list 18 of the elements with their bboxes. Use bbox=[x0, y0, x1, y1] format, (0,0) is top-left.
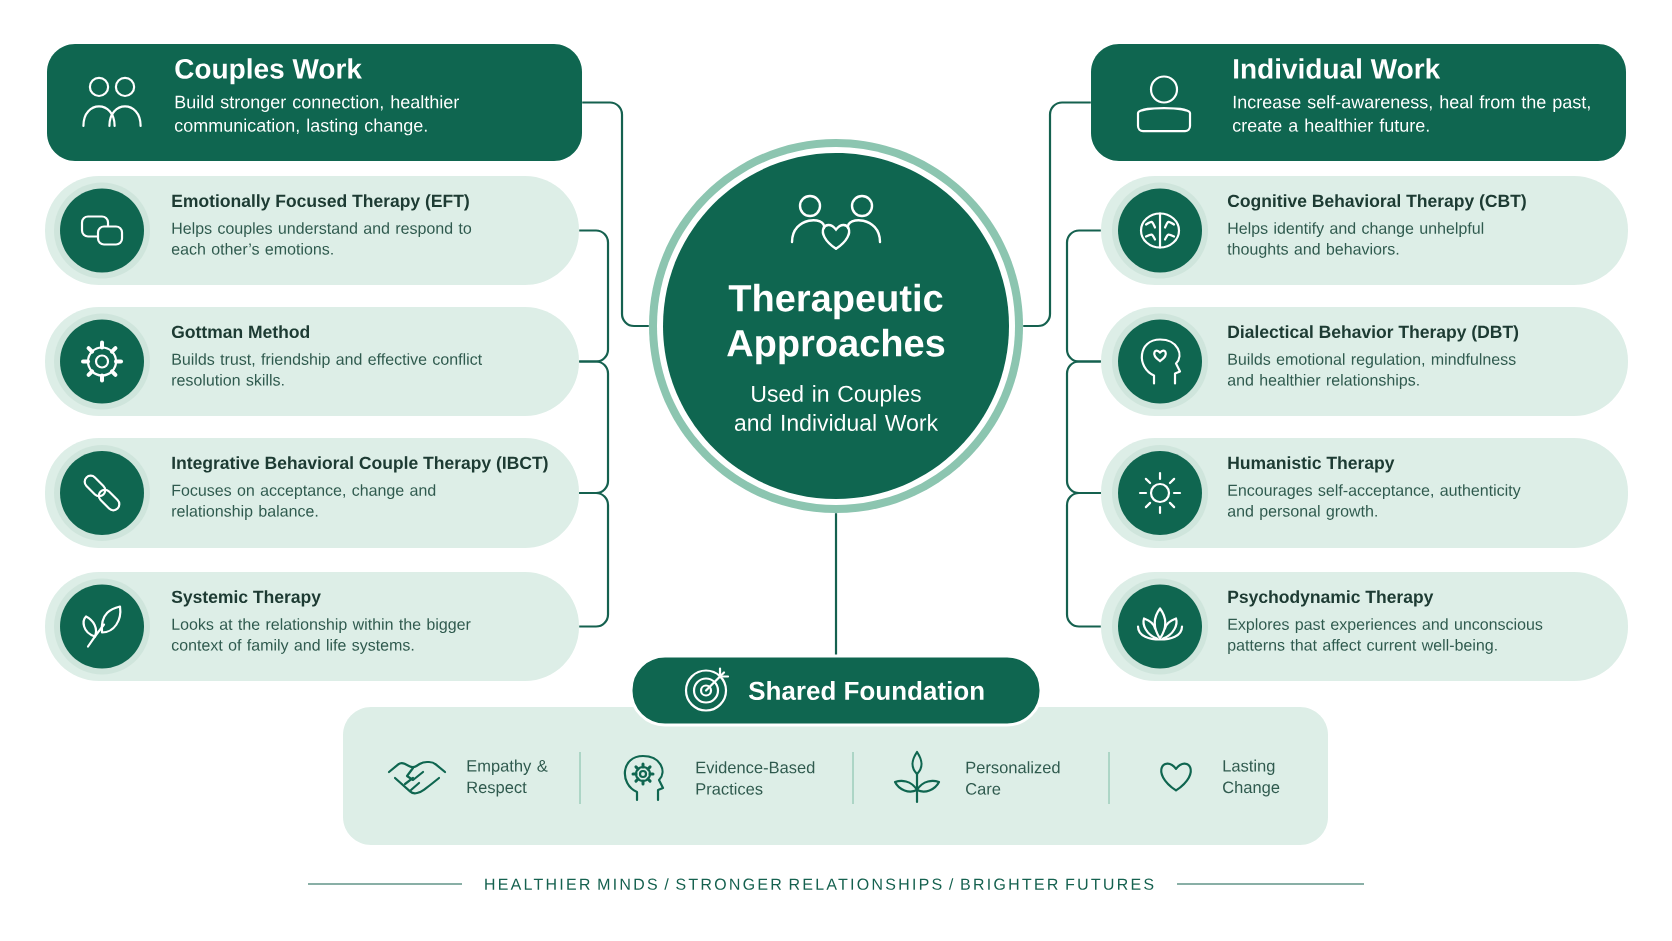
connector-line bbox=[1065, 229, 1101, 363]
connector-line bbox=[834, 513, 838, 655]
header-card: Individual Work Increase self-awareness, heal from the past, create a healthier future. bbox=[1091, 44, 1626, 161]
connector-line bbox=[579, 229, 610, 363]
node-label: Lasting Change bbox=[1223, 759, 1280, 797]
node-label: Empathy & Respect bbox=[467, 759, 548, 797]
connector-line bbox=[579, 360, 610, 495]
header-card: Couples Work Build stronger connection, healthier communication, lasting change. bbox=[47, 44, 582, 161]
connector-line bbox=[1023, 101, 1091, 328]
node-label: Personalized Care bbox=[966, 761, 1060, 795]
foundation-panel: Empathy & Respect Evidence-Based Practices Personalized Care Lasting Change bbox=[343, 707, 1328, 845]
foundation-banner: Shared Foundation bbox=[629, 654, 1043, 727]
connector-line bbox=[582, 101, 649, 328]
tagline: HEALTHIER MINDS / STRONGER RELATIONSHIPS / BRIGHTER FUTURES bbox=[485, 878, 1154, 890]
connector-line bbox=[579, 491, 610, 628]
connector-line bbox=[1065, 491, 1101, 628]
node-label: Evidence-Based Practices bbox=[696, 761, 815, 795]
connector-line bbox=[1065, 360, 1101, 495]
